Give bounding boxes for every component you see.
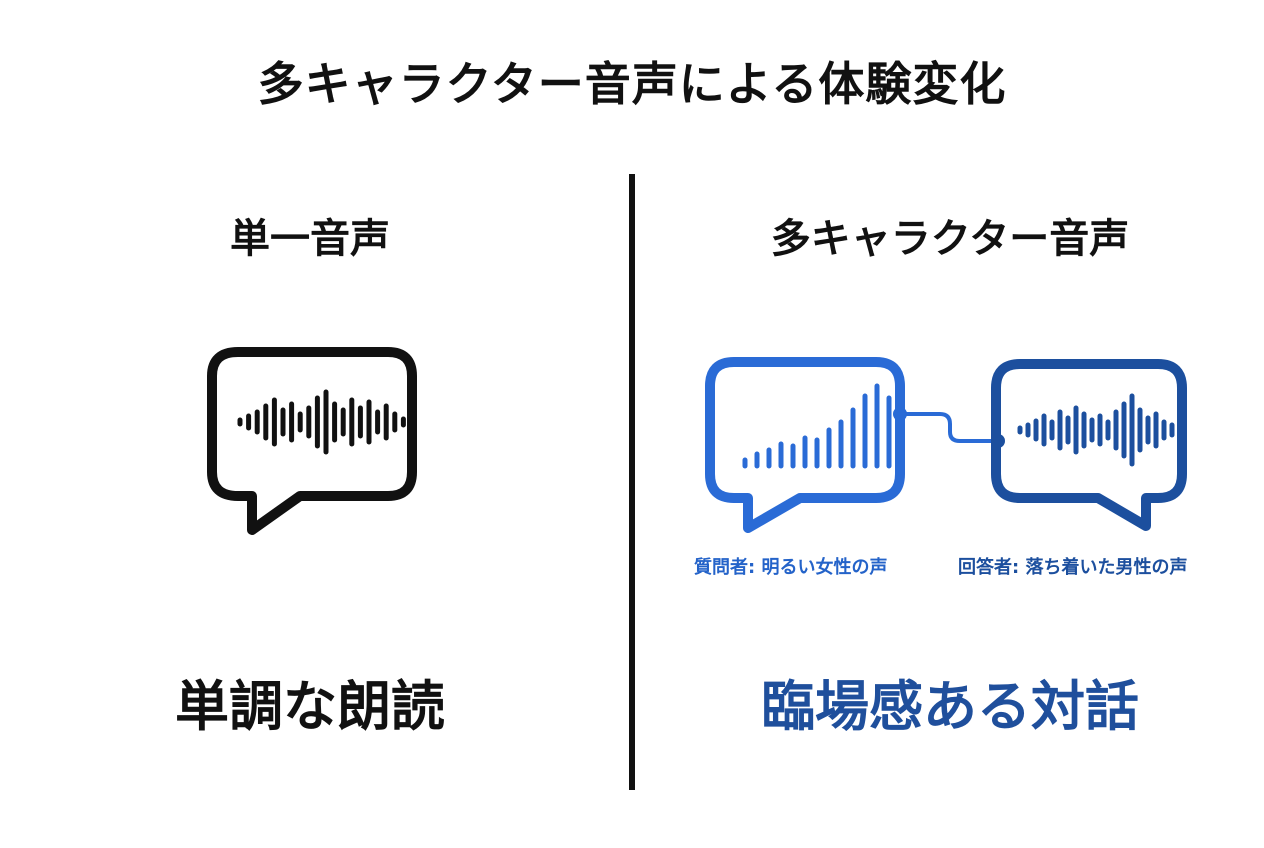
questioner-label: 質問者: 明るい女性の声 [694, 557, 888, 578]
answerer-label: 回答者: 落ち着いた男性の声 [958, 557, 1188, 578]
single-voice-heading: 単一音声 [230, 216, 390, 262]
multi-character-heading: 多キャラクター音声 [770, 216, 1130, 262]
waveform-icon [237, 389, 406, 455]
center-divider [629, 174, 635, 790]
connector-line [893, 407, 1005, 448]
page-title: 多キャラクター音声による体験変化 [257, 57, 1007, 111]
monotone-reading-result: 単調な朗読 [175, 675, 445, 738]
immersive-dialogue-result: 臨場感ある対話 [761, 675, 1139, 738]
waveform-icon [1017, 393, 1183, 467]
answerer-bubble-icon [991, 359, 1187, 531]
rising-bars-icon [742, 383, 892, 469]
questioner-bubble-icon [705, 357, 905, 533]
single-voice-bubble-icon [207, 347, 417, 535]
